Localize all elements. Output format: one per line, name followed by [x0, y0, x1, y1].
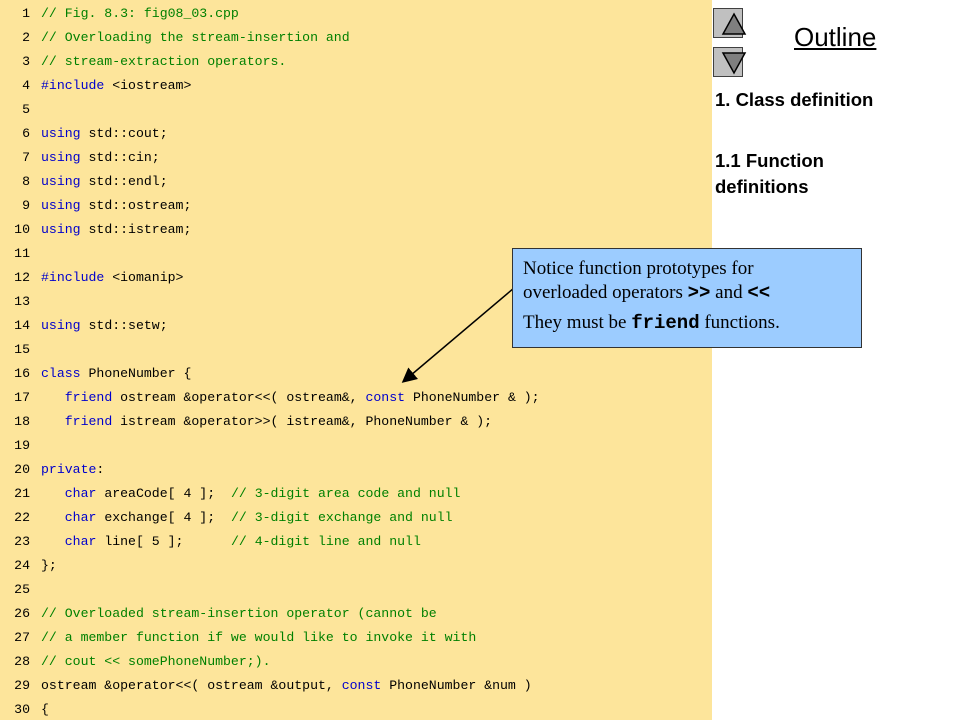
callout-note: Notice function prototypes for overloade… — [512, 248, 862, 348]
code-text: }; — [41, 558, 57, 573]
line-number: 24 — [14, 558, 30, 573]
code-listing: 1 // Fig. 8.3: fig08_03.cpp 2 // Overloadin… — [0, 0, 712, 720]
code-text: char line[ 5 ]; // 4-digit line and null — [64, 534, 421, 549]
line-number: 20 — [14, 462, 30, 477]
callout-line-1: Notice function prototypes for — [523, 258, 754, 279]
code-line: 2 // Overloading the stream-insertion and — [0, 26, 350, 50]
code-line: 1 // Fig. 8.3: fig08_03.cpp — [0, 2, 239, 26]
code-line: 3 // stream-extraction operators. — [0, 50, 286, 74]
code-line: 26 // Overloaded stream-insertion operato… — [0, 602, 437, 626]
line-number: 13 — [14, 294, 30, 309]
line-number: 16 — [14, 366, 30, 381]
code-line: 5 — [0, 98, 30, 122]
code-text: // Fig. 8.3: fig08_03.cpp — [41, 6, 239, 21]
code-text: // stream-extraction operators. — [41, 54, 287, 69]
line-number: 4 — [22, 78, 30, 93]
code-line: 6 using std::cout; — [0, 122, 168, 146]
code-line: 19 — [0, 434, 30, 458]
code-line: 24}; — [0, 554, 57, 578]
scroll-up-button[interactable] — [713, 8, 747, 38]
line-number: 28 — [14, 654, 30, 669]
code-text: private: — [41, 462, 105, 477]
code-line: 7 using std::cin; — [0, 146, 160, 170]
code-line: 10 using std::istream; — [0, 218, 191, 242]
line-number: 25 — [14, 582, 30, 597]
callout-line-2: overloaded operators >> and << — [523, 282, 771, 304]
line-number: 27 — [14, 630, 30, 645]
line-number: 30 — [14, 702, 30, 717]
code-line: 13 — [0, 290, 30, 314]
scroll-down-button[interactable] — [713, 47, 747, 77]
line-number: 10 — [14, 222, 30, 237]
code-line: 16 class PhoneNumber { — [0, 362, 191, 386]
code-text: using std::cout; — [41, 126, 168, 141]
callout-line-3: They must be friend functions. — [523, 312, 780, 334]
line-number: 15 — [14, 342, 30, 357]
code-line: 22 char exchange[ 4 ]; // 3-digit exchan… — [0, 506, 452, 530]
code-line: 21 char areaCode[ 4 ]; // 3-digit area c… — [0, 482, 460, 506]
outline-title: Outline — [794, 22, 877, 52]
code-line: 25 — [0, 578, 30, 602]
line-number: 22 — [14, 510, 30, 525]
line-number: 29 — [14, 678, 30, 693]
line-number: 17 — [14, 390, 30, 405]
code-text: // Overloaded stream-insertion operator … — [41, 606, 437, 621]
code-text: char areaCode[ 4 ]; // 3-digit area code… — [64, 486, 461, 501]
line-number: 18 — [14, 414, 30, 429]
code-text: friend istream &operator>>( istream&, Ph… — [64, 414, 493, 429]
line-number: 2 — [22, 30, 30, 45]
code-line: 20 private: — [0, 458, 104, 482]
line-number: 8 — [22, 174, 30, 189]
line-number: 5 — [22, 102, 30, 117]
outline-item-function-definitions: 1.1 Function definitions — [715, 150, 824, 197]
code-line: 8 using std::endl; — [0, 170, 168, 194]
code-text: class PhoneNumber { — [41, 366, 192, 381]
line-number: 19 — [14, 438, 30, 453]
code-text: // a member function if we would like to… — [41, 630, 477, 645]
code-line: 14 using std::setw; — [0, 314, 167, 338]
code-text: using std::endl; — [41, 174, 168, 189]
outline-item-class-definition: 1. Class definition — [715, 89, 874, 110]
code-line: 27 // a member function if we would like … — [0, 626, 476, 650]
line-number: 14 — [14, 318, 30, 333]
code-line: 9 using std::ostream; — [0, 194, 191, 218]
code-text: { — [41, 702, 49, 717]
line-number: 7 — [22, 150, 30, 165]
code-text: // cout << somePhoneNumber;). — [41, 654, 271, 669]
code-line: 18 friend istream &operator>>( istream&,… — [0, 410, 492, 434]
code-text: #include <iostream> — [41, 78, 192, 93]
line-number: 21 — [14, 486, 30, 501]
line-number: 11 — [14, 246, 30, 261]
code-line: 17 friend ostream &operator<<( ostream&,… — [0, 386, 539, 410]
code-text: using std::cin; — [41, 150, 160, 165]
code-text: // Overloading the stream-insertion and — [41, 30, 350, 45]
line-number: 6 — [22, 126, 30, 141]
code-line: 23 char line[ 5 ]; // 4-digit line and n… — [0, 530, 421, 554]
code-line: 11 — [0, 242, 30, 266]
code-line: 29 ostream &operator<<( ostream &output, … — [0, 674, 532, 698]
code-text: using std::ostream; — [41, 198, 192, 213]
code-line: 15 — [0, 338, 30, 362]
code-text: using std::setw; — [41, 318, 168, 333]
code-text: friend ostream &operator<<( ostream&, co… — [64, 390, 540, 405]
code-text: char exchange[ 4 ]; // 3-digit exchange … — [64, 510, 453, 525]
triangle-up-icon — [721, 12, 747, 35]
code-text: ostream &operator<<( ostream &output, co… — [41, 678, 532, 693]
line-number: 3 — [22, 54, 30, 69]
code-line: 28 // cout << somePhoneNumber;). — [0, 650, 270, 674]
code-text: #include <iomanip> — [41, 270, 184, 285]
triangle-down-icon — [721, 52, 747, 75]
code-line: 30 { — [0, 698, 49, 720]
line-number: 23 — [14, 534, 30, 549]
line-number: 26 — [14, 606, 30, 621]
line-number: 9 — [22, 198, 30, 213]
line-number: 1 — [22, 6, 30, 21]
code-text: using std::istream; — [41, 222, 192, 237]
line-number: 12 — [14, 270, 30, 285]
code-line: 4 #include <iostream> — [0, 74, 191, 98]
code-line: 12 #include <iomanip> — [0, 266, 183, 290]
